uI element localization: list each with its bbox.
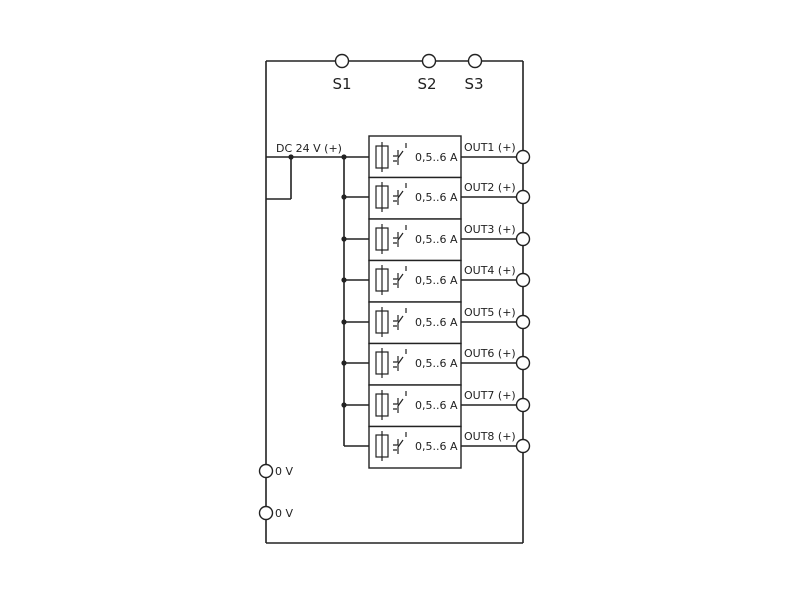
switch-icon (393, 308, 407, 330)
terminal-0v-2 (258, 505, 274, 521)
label-0v-2: 0 V (275, 507, 293, 520)
channel-output-label: OUT3 (+) (464, 223, 516, 236)
fuse-icon (375, 390, 389, 420)
output-terminal (515, 272, 531, 288)
terminal-s3 (467, 53, 483, 69)
channel-row: 0,5..6 A OUT5 (+) (341, 301, 531, 345)
fuse-icon (375, 348, 389, 378)
output-terminal (515, 438, 531, 454)
switch-icon (393, 225, 407, 247)
switch-icon (393, 183, 407, 205)
channel-current: 0,5..6 A (415, 440, 458, 453)
output-terminal (515, 149, 531, 165)
fuse-icon (375, 224, 389, 254)
switch-icon (393, 349, 407, 371)
switch-icon (393, 432, 407, 454)
terminal-0v-1 (258, 463, 274, 479)
channel-current: 0,5..6 A (415, 399, 458, 412)
channel-output-label: OUT6 (+) (464, 347, 516, 360)
label-s1: S1 (332, 75, 351, 93)
channel-row: 0,5..6 A OUT8 (+) (344, 425, 531, 469)
switch-icon (393, 391, 407, 413)
channel-current: 0,5..6 A (415, 316, 458, 329)
channel-current: 0,5..6 A (415, 357, 458, 370)
channel-row: 0,5..6 A OUT2 (+) (341, 176, 531, 220)
channel-output-label: OUT5 (+) (464, 306, 516, 319)
label-s2: S2 (417, 75, 436, 93)
output-terminal (515, 314, 531, 330)
fuse-icon (375, 142, 389, 172)
output-terminal (515, 397, 531, 413)
channel-row: 0,5..6 A OUT6 (+) (341, 342, 531, 386)
terminal-s1 (334, 53, 350, 69)
channel-output-label: OUT8 (+) (464, 430, 516, 443)
channel-current: 0,5..6 A (415, 274, 458, 287)
fuse-icon (375, 431, 389, 461)
channel-output-label: OUT4 (+) (464, 264, 516, 277)
terminal-s2 (421, 53, 437, 69)
channel-output-label: OUT7 (+) (464, 389, 516, 402)
channel-output-label: OUT1 (+) (464, 141, 516, 154)
switch-icon (393, 143, 407, 165)
label-0v-1: 0 V (275, 465, 293, 478)
output-terminal (515, 189, 531, 205)
fuse-icon (375, 182, 389, 212)
channel-row: 0,5..6 A OUT7 (+) (341, 384, 531, 428)
label-supply: DC 24 V (+) (276, 142, 342, 155)
label-s3: S3 (464, 75, 483, 93)
channel-current: 0,5..6 A (415, 151, 458, 164)
fuse-icon (375, 265, 389, 295)
channel-row: 0,5..6 A OUT3 (+) (341, 218, 531, 262)
channel-row: 0,5..6 A OUT4 (+) (341, 259, 531, 303)
channel-row: 0,5..6 A OUT1 (+) (368, 135, 531, 179)
output-terminal (515, 231, 531, 247)
outer-frame (265, 60, 524, 544)
channel-current: 0,5..6 A (415, 191, 458, 204)
supply-wiring (266, 154, 369, 446)
fuse-icon (375, 307, 389, 337)
channel-output-label: OUT2 (+) (464, 181, 516, 194)
output-terminal (515, 355, 531, 371)
channel-current: 0,5..6 A (415, 233, 458, 246)
switch-icon (393, 266, 407, 288)
